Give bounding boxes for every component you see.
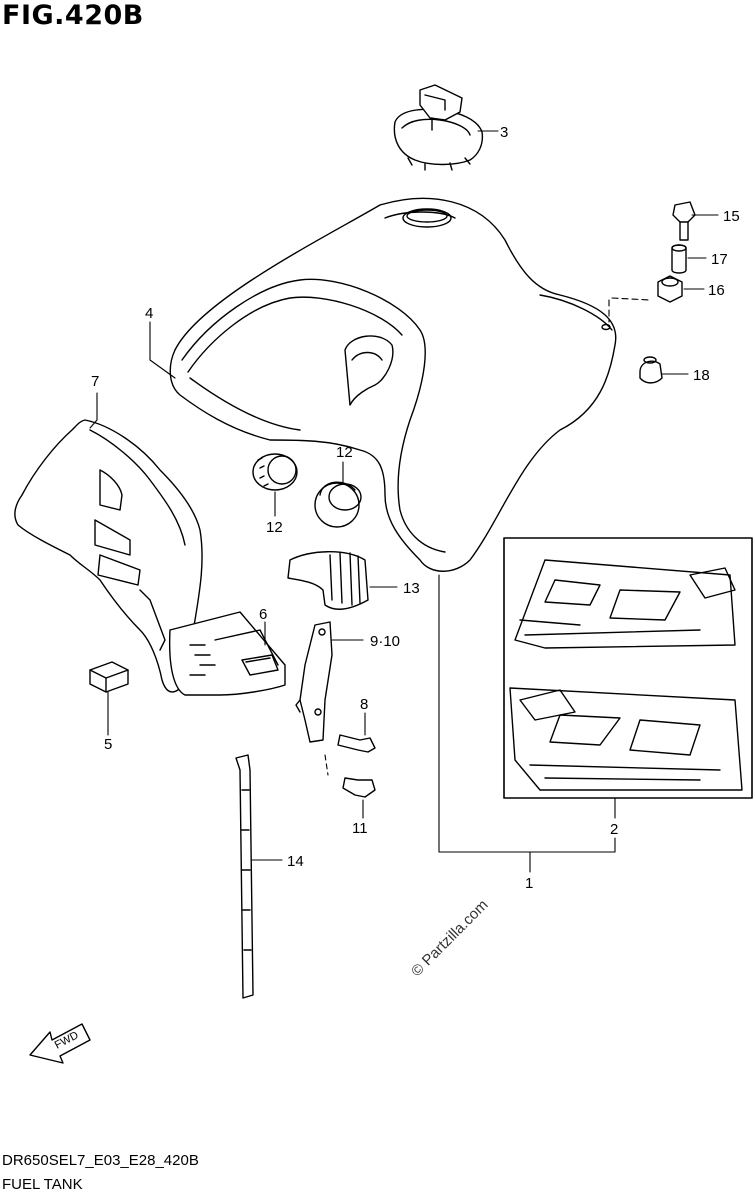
diagram-caption: FUEL TANK: [2, 1176, 83, 1193]
callout-15: 15: [723, 208, 740, 225]
band[interactable]: [235, 754, 254, 999]
cushion-roller-upper[interactable]: [252, 453, 298, 491]
callout-14: 14: [287, 853, 304, 870]
decal-upper[interactable]: [514, 559, 736, 649]
callout-12-lower: 12: [266, 519, 283, 536]
collar-17[interactable]: [671, 244, 687, 274]
bolt-15[interactable]: [672, 201, 696, 241]
callout-4: 4: [145, 305, 153, 322]
callout-17: 17: [711, 251, 728, 268]
fuel-cap[interactable]: [393, 84, 484, 171]
cushion-18[interactable]: [639, 356, 663, 384]
decal-lower[interactable]: [509, 687, 743, 791]
figure-title: FIG.420B: [2, 0, 144, 31]
callout-5: 5: [104, 736, 112, 753]
bolt-11[interactable]: [342, 777, 376, 798]
cushion-plate[interactable]: [168, 611, 286, 696]
callout-8: 8: [360, 696, 368, 713]
callout-6: 6: [259, 606, 267, 623]
callout-11: 11: [352, 820, 368, 837]
callout-3: 3: [500, 124, 508, 141]
diagram-code: DR650SEL7_E03_E28_420B: [2, 1152, 199, 1169]
cushion-small[interactable]: [89, 661, 129, 693]
bracket[interactable]: [295, 621, 333, 743]
cushion-roller-lower[interactable]: [314, 481, 362, 528]
callout-9-10: 9·10: [370, 633, 400, 650]
decal-set-box[interactable]: [503, 537, 753, 799]
fuel-tank[interactable]: [169, 197, 617, 572]
forward-arrow: [29, 1023, 91, 1064]
side-cover[interactable]: [14, 419, 203, 693]
callout-16: 16: [708, 282, 725, 299]
callout-1: 1: [525, 875, 533, 892]
cushion-wedge[interactable]: [287, 551, 369, 610]
leader-lines: [89, 130, 719, 873]
callout-18: 18: [693, 367, 710, 384]
callout-7: 7: [91, 373, 99, 390]
callout-2: 2: [610, 821, 618, 838]
callout-13: 13: [403, 580, 420, 597]
bolt-8[interactable]: [337, 734, 376, 753]
callout-12-upper: 12: [336, 444, 353, 461]
grommet-16[interactable]: [657, 275, 683, 303]
